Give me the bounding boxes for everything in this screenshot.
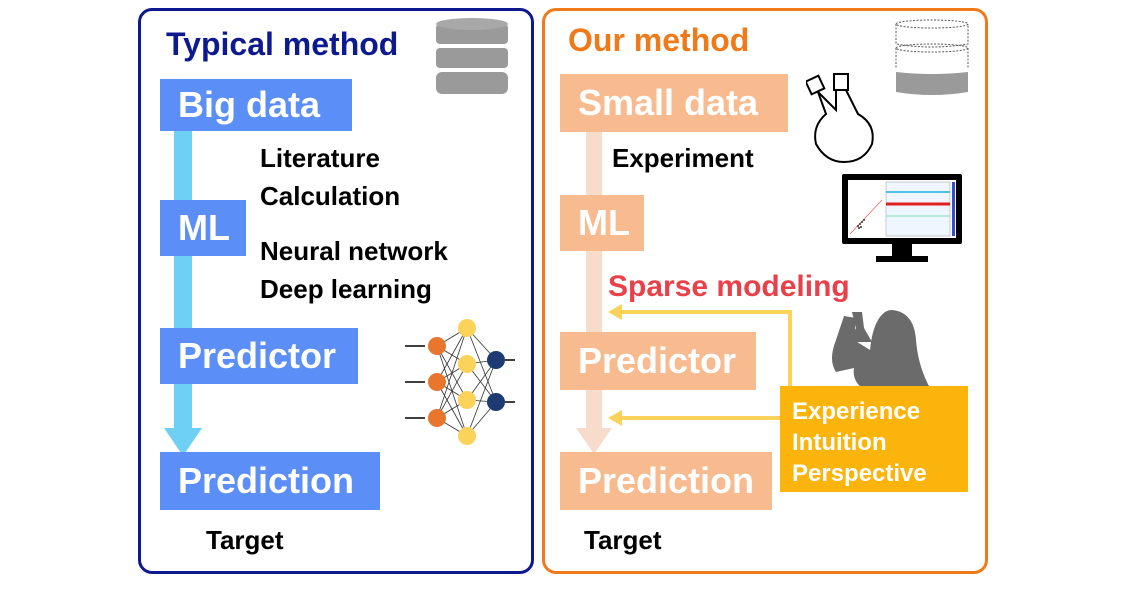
step-prediction: Prediction [160,452,380,510]
flow-arrow-head [164,428,202,456]
step-prediction-right: Prediction [560,452,772,510]
step-big-data: Big data [160,79,352,131]
monitor-chart-icon [842,174,962,262]
flow-arrow-shaft [174,130,192,430]
typical-method-panel [138,8,534,574]
data-source-calculation: Calculation [260,181,401,211]
our-method-panel [542,8,988,574]
knowledge-intuition: Intuition [792,429,887,457]
step-predictor: Predictor [160,328,358,384]
knowledge-experience: Experience [792,398,921,425]
ml-method-neural-network: Neural network [260,236,448,266]
flask-icon [806,73,874,164]
database-icon [436,18,508,94]
feedback-arrows [608,304,792,426]
knowledge-perspective: Perspective [792,460,927,488]
human-knowledge-box: Experience Intuition Perspective [780,386,968,492]
typical-method-title: Typical method [166,26,399,62]
flow-arrow-head-right [576,428,612,454]
our-method-title: Our method [568,22,750,58]
partial-database-icon [895,19,969,95]
data-source-literature: Literature [260,143,380,173]
step-small-data: Small data [560,74,788,132]
neural-network-icon [405,319,515,445]
ml-method-deep-learning: Deep learning [260,274,432,304]
ml-method-sparse-modeling: Sparse modeling [608,270,850,303]
target-label-right: Target [584,525,662,555]
step-predictor-right: Predictor [560,332,756,390]
target-label-left: Target [206,525,284,555]
step-ml: ML [160,200,246,256]
step-ml-right: ML [560,195,644,251]
scientist-icon [832,310,930,388]
data-source-experiment: Experiment [612,143,754,173]
